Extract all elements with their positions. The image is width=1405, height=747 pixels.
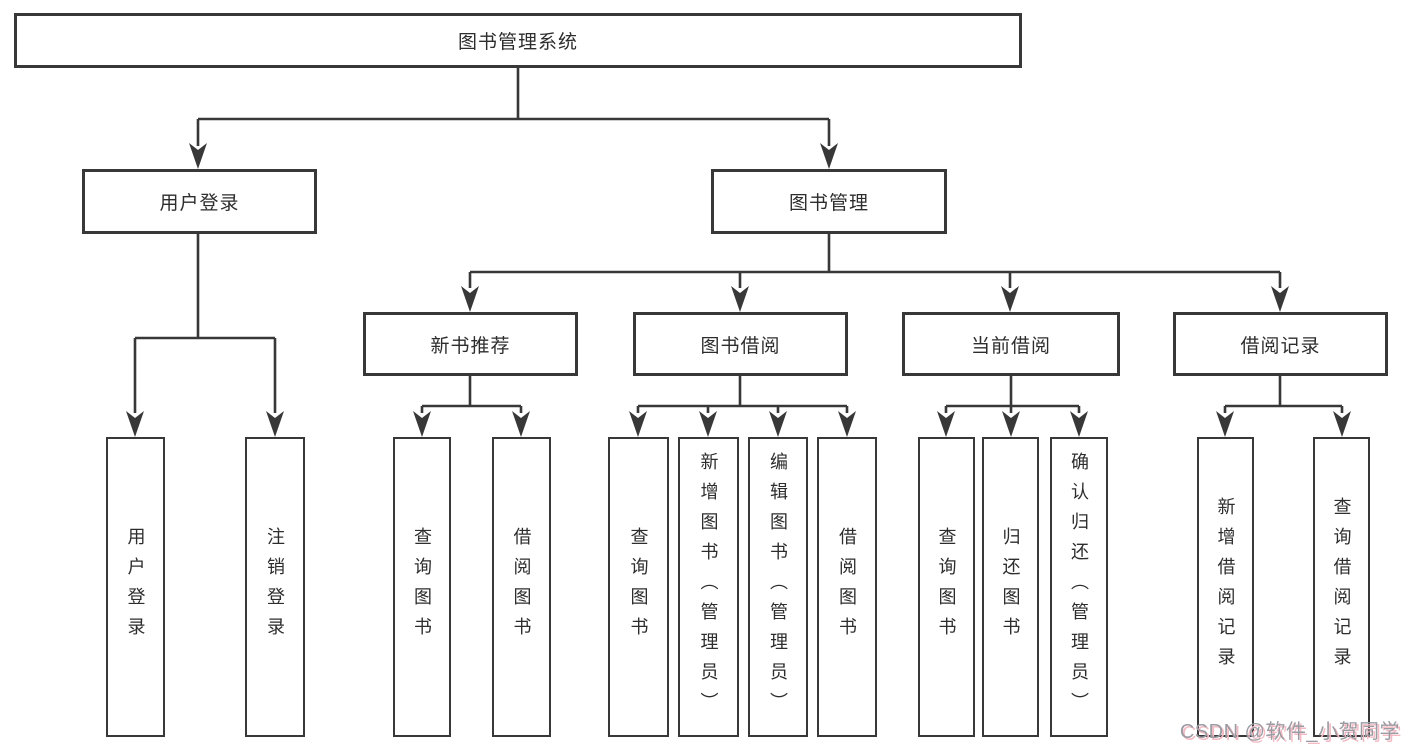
connector-line (1223, 376, 1344, 413)
leaf-current-query-books: 查询图书 (918, 437, 975, 737)
leaf-borrowing-borrow-books: 借阅图书 (817, 437, 877, 737)
node-label: 图书管理 (788, 193, 869, 214)
arrowhead-icon (461, 286, 479, 312)
node-label: 借阅记录 (1240, 335, 1321, 357)
connector-line (636, 376, 849, 413)
arrowhead-icon (1001, 286, 1019, 312)
arrowhead-icon (266, 411, 284, 437)
arrowhead-icon (413, 411, 431, 437)
node-label: 图书借阅 (700, 335, 781, 357)
leaf-label: 确认归还（管理员） (1069, 452, 1089, 722)
leaf-records-add-borrow-record: 新增借阅记录 (1197, 437, 1254, 737)
arrowheads (126, 143, 1351, 437)
leaf-label: 归还图书 (1000, 527, 1021, 647)
csdn-watermark: CSDN @软件_小贺同学 (1179, 721, 1400, 743)
connector-line (420, 376, 523, 413)
node-label: 图书管理系统 (457, 32, 578, 53)
arrowhead-icon (189, 143, 207, 169)
leaf-label: 借阅图书 (511, 527, 532, 647)
node-label: 当前借阅 (970, 335, 1051, 357)
node-book-borrowing: 图书借阅 (633, 312, 848, 376)
leaf-label: 查询借阅记录 (1331, 497, 1352, 677)
leaf-current-confirm-return-admin: 确认归还（管理员） (1050, 437, 1108, 737)
leaf-label: 查询图书 (628, 527, 649, 647)
leaf-borrowing-edit-books-admin: 编辑图书（管理员） (748, 437, 808, 737)
leaf-label: 用户登录 (125, 527, 146, 647)
leaf-label: 新增借阅记录 (1215, 497, 1236, 677)
node-label: 新书推荐 (430, 335, 511, 357)
arrowhead-icon (699, 411, 717, 437)
connector-line (196, 68, 831, 146)
node-borrowing-records: 借阅记录 (1173, 312, 1388, 376)
arrowhead-icon (731, 286, 749, 312)
arrowhead-icon (937, 411, 955, 437)
connector-line (468, 234, 1282, 288)
leaf-borrowing-query-books: 查询图书 (608, 437, 669, 737)
leaf-label: 注销登录 (265, 527, 285, 647)
leaf-newbooks-borrow-books: 借阅图书 (492, 437, 551, 737)
leaf-user-login: 用户登录 (106, 437, 165, 737)
arrowhead-icon (1002, 411, 1020, 437)
leaf-logout: 注销登录 (245, 437, 305, 737)
arrowhead-icon (820, 143, 838, 169)
leaf-label: 新增图书（管理员） (698, 452, 719, 722)
node-book-management: 图书管理 (711, 169, 947, 234)
arrowhead-icon (769, 411, 787, 437)
arrowhead-icon (1070, 411, 1088, 437)
arrowhead-icon (1333, 411, 1351, 437)
arrowhead-icon (1271, 286, 1289, 312)
arrowhead-icon (126, 411, 144, 437)
leaf-newbooks-query-books: 查询图书 (393, 437, 451, 737)
leaf-label: 查询图书 (412, 527, 432, 647)
node-current-borrowing: 当前借阅 (902, 312, 1120, 376)
leaf-label: 编辑图书（管理员） (768, 452, 788, 722)
connector-line (944, 376, 1081, 413)
leaf-borrowing-add-books-admin: 新增图书（管理员） (678, 437, 739, 737)
leaf-current-return-books: 归还图书 (982, 437, 1039, 737)
node-label: 用户登录 (159, 193, 240, 214)
connector-line (133, 234, 277, 413)
arrowhead-icon (629, 411, 647, 437)
node-library-management-system: 图书管理系统 (14, 13, 1022, 68)
node-new-book-recommendation: 新书推荐 (363, 312, 578, 376)
arrowhead-icon (838, 411, 856, 437)
leaf-label: 查询图书 (936, 527, 957, 647)
leaf-label: 借阅图书 (837, 527, 857, 647)
connector-lines (133, 68, 1344, 413)
node-user-login: 用户登录 (82, 169, 317, 234)
leaf-records-query-borrow-record: 查询借阅记录 (1313, 437, 1370, 737)
arrowhead-icon (512, 411, 530, 437)
arrowhead-icon (1216, 411, 1234, 437)
